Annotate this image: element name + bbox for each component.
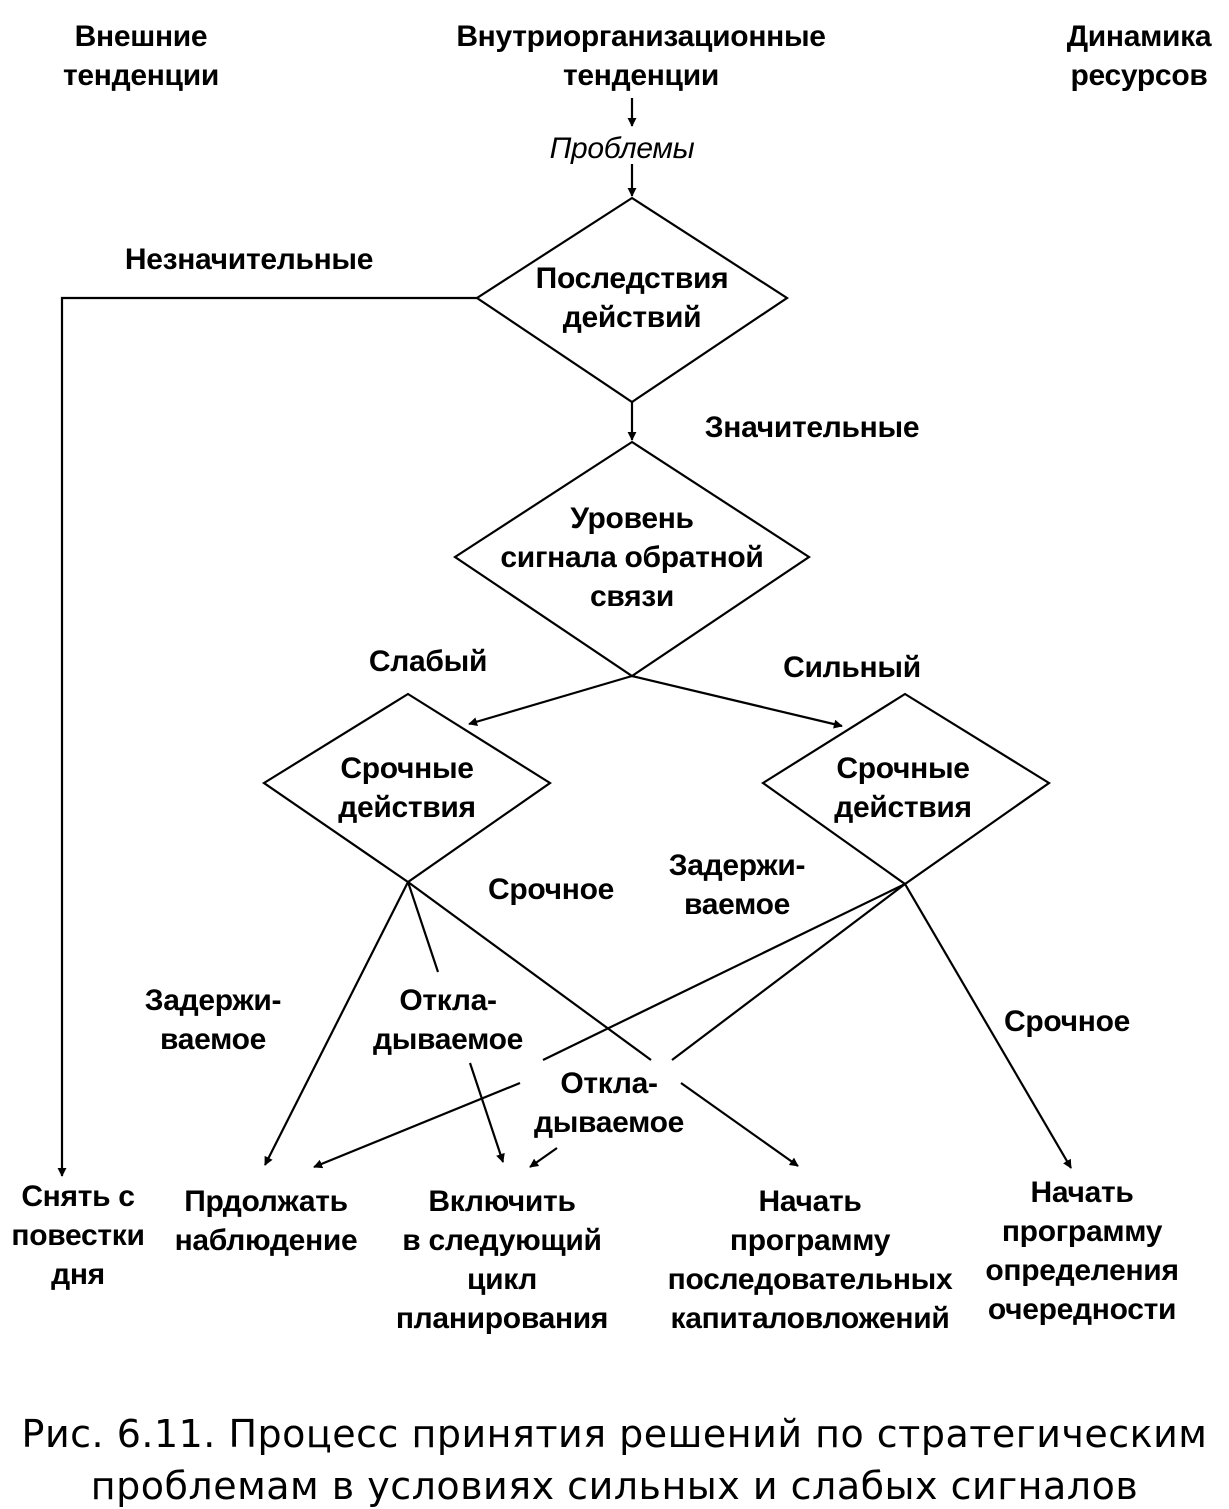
branch-urgent-mid: Срочное — [487, 873, 615, 906]
arrow-left-urgent-to-sequential — [680, 1082, 799, 1167]
branch-delayed-right: Задержи- ваемое — [668, 849, 806, 921]
arrow-strong — [631, 674, 843, 729]
label-resource-dynamics: Динамика ресурсов — [1066, 20, 1212, 92]
branch-weak: Слабый — [368, 645, 488, 678]
label-problems: Проблемы — [549, 132, 695, 165]
branch-delayed-left: Задержи- ваемое — [144, 984, 282, 1056]
arrow-left-postponed-to-include — [468, 1062, 505, 1163]
arrow-left-delayed — [264, 881, 409, 1166]
outcome-remove-from-agenda: Снять с повестки дня — [11, 1180, 145, 1291]
node-consequences-label: Последствия действий — [535, 262, 729, 334]
outcome-continue-monitoring: Прдолжать наблюдение — [174, 1185, 358, 1257]
line-left-urgent — [407, 881, 652, 1061]
node-urgent-left-label: Срочные действия — [338, 752, 476, 824]
outcome-sequential-investment: Начать программу последовательных капита… — [667, 1185, 953, 1335]
branch-significant: Значительные — [704, 411, 920, 444]
arrow-insignificant — [57, 296, 477, 1177]
node-urgent-right-label: Срочные действия — [834, 752, 972, 824]
line-right-delayed — [542, 883, 906, 1061]
arrow-right-delayed-to-monitor — [313, 1081, 521, 1169]
label-internal-trends: Внутриорганизационные тенденции — [456, 20, 826, 92]
figure-caption: Рис. 6.11. Процесс принятия решений по с… — [21, 1412, 1208, 1508]
line-left-postponed — [406, 881, 440, 973]
line-right-postponed — [671, 883, 906, 1061]
branch-strong: Сильный — [783, 651, 921, 684]
branch-insignificant: Незначительные — [124, 243, 374, 276]
node-signal-level-label: Уровень сигнала обратной связи — [500, 502, 764, 613]
arrow-right-postponed-to-include — [529, 1147, 558, 1168]
branch-postponed-mid: Откла- дываемое — [533, 1067, 685, 1139]
arrow-right-urgent — [904, 883, 1072, 1169]
arrow-weak — [468, 674, 633, 727]
branch-postponed-left: Откла- дываемое — [372, 984, 524, 1056]
outcome-priority-program: Начать программу определения очередности — [985, 1176, 1179, 1326]
branch-urgent-right: Срочное — [1003, 1005, 1131, 1038]
outcome-include-next-cycle: Включить в следующий цикл планирования — [395, 1185, 609, 1335]
label-external-trends: Внешние тенденции — [63, 20, 219, 92]
